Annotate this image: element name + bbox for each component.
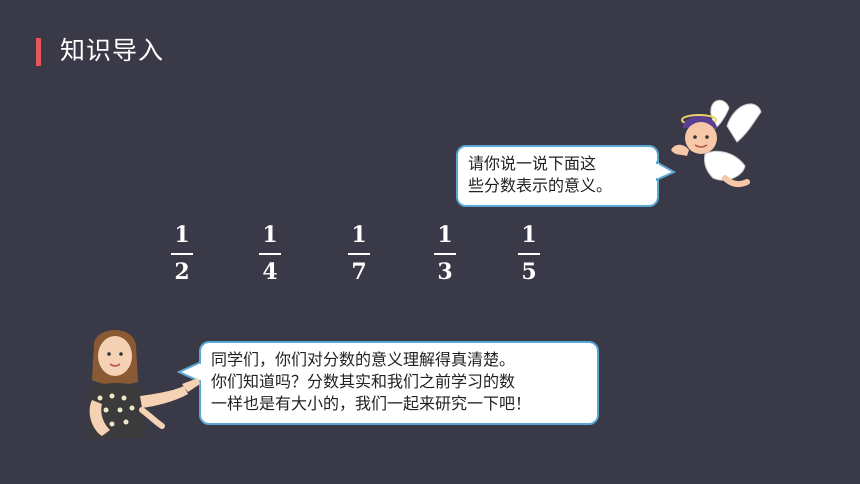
speech-line: 你们知道吗？分数其实和我们之前学习的数 [211,372,516,391]
fraction-numerator: 1 [351,222,367,248]
fraction-denominator: 5 [521,259,537,285]
fraction-one-seventh: 1 7 [339,222,379,285]
teacher-speech-bubble: 同学们，你们对分数的意义理解得真清楚。 你们知道吗？分数其实和我们之前学习的数 … [199,341,599,425]
angel-character-icon [671,99,762,188]
fraction-numerator: 1 [174,222,190,248]
angel-speech-bubble: 请你说一说下面这 些分数表示的意义。 [456,145,659,207]
fraction-bar [434,253,456,255]
fraction-bar [259,253,281,255]
angel-bubble-tail [656,160,676,182]
fraction-one-quarter: 1 4 [250,222,290,285]
teacher-character-icon [88,330,200,438]
fraction-one-fifth: 1 5 [509,222,549,285]
fraction-bar [348,253,370,255]
fraction-one-third: 1 3 [425,222,465,285]
teacher-bubble-tail [177,360,201,384]
fraction-denominator: 7 [351,259,367,285]
speech-line: 同学们，你们对分数的意义理解得真清楚。 [211,350,516,369]
speech-line: 请你说一说下面这 [468,154,597,173]
fraction-denominator: 3 [437,259,453,285]
page-title: 知识导入 [60,36,165,65]
fraction-numerator: 1 [262,222,278,248]
fraction-denominator: 4 [262,259,278,285]
fraction-denominator: 2 [174,259,190,285]
fraction-one-half: 1 2 [162,222,202,285]
fraction-numerator: 1 [521,222,537,248]
title-accent-bar [36,38,41,66]
fraction-bar [171,253,193,255]
fraction-numerator: 1 [437,222,453,248]
speech-line: 一样也是有大小的，我们一起来研究一下吧！ [211,394,532,413]
fraction-bar [518,253,540,255]
speech-line: 些分数表示的意义。 [468,176,613,195]
